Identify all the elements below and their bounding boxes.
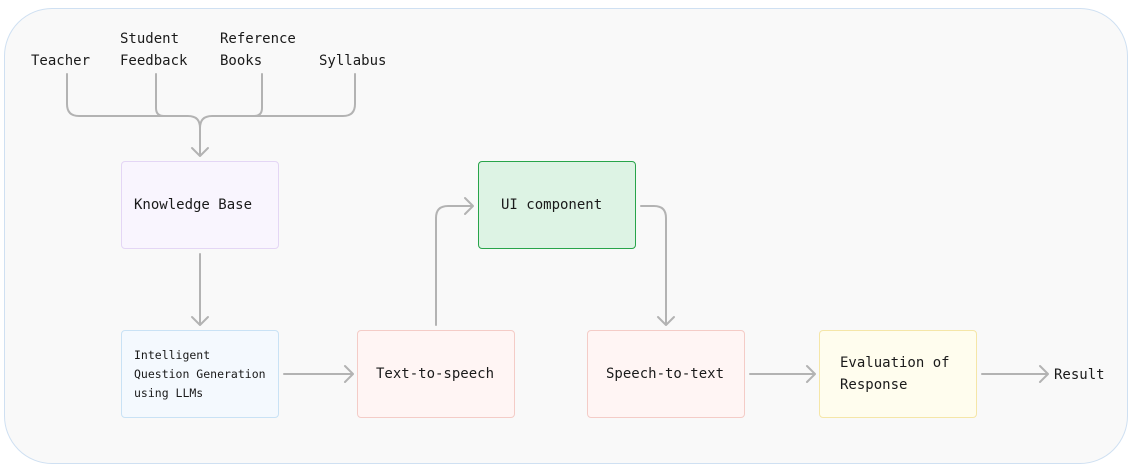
source-syllabus: Syllabus (319, 53, 387, 69)
node-knowledge-base-label: Knowledge Base (134, 197, 253, 213)
arrowhead-qg (191, 316, 209, 326)
node-evaluation-label: Evaluation of Response (840, 355, 950, 393)
arrowhead-knowledge-base (191, 147, 209, 157)
node-knowledge-base: Knowledge Base (121, 161, 279, 249)
arrow-ui-to-stt (640, 205, 667, 325)
connector-reference-books (253, 73, 263, 117)
node-speech-to-text-label: Speech-to-text (606, 366, 725, 382)
arrowhead-tts (344, 365, 354, 383)
node-text-to-speech: Text-to-speech (357, 330, 515, 418)
connector-syllabus (199, 73, 356, 129)
node-text-to-speech-label: Text-to-speech (376, 366, 495, 382)
node-speech-to-text: Speech-to-text (587, 330, 745, 418)
arrowhead-eval (806, 365, 816, 383)
source-student-feedback: Student Feedback (120, 31, 188, 69)
node-question-generation-label: Intelligent Question Generation using LL… (134, 347, 266, 400)
arrow-tts-to-ui (435, 205, 473, 326)
output-result: Result (1054, 367, 1105, 383)
node-evaluation: Evaluation of Response (819, 330, 977, 418)
node-question-generation: Intelligent Question Generation using LL… (121, 330, 279, 418)
connector-teacher (66, 73, 201, 129)
source-reference-books: Reference Books (220, 31, 296, 69)
node-ui-component-label: UI component (501, 197, 603, 213)
arrowhead-ui (464, 197, 474, 215)
arrowhead-result (1039, 365, 1049, 383)
node-ui-component: UI component (478, 161, 636, 249)
connector-student-feedback (155, 73, 165, 117)
arrowhead-stt (657, 316, 675, 326)
source-teacher: Teacher (31, 53, 91, 69)
